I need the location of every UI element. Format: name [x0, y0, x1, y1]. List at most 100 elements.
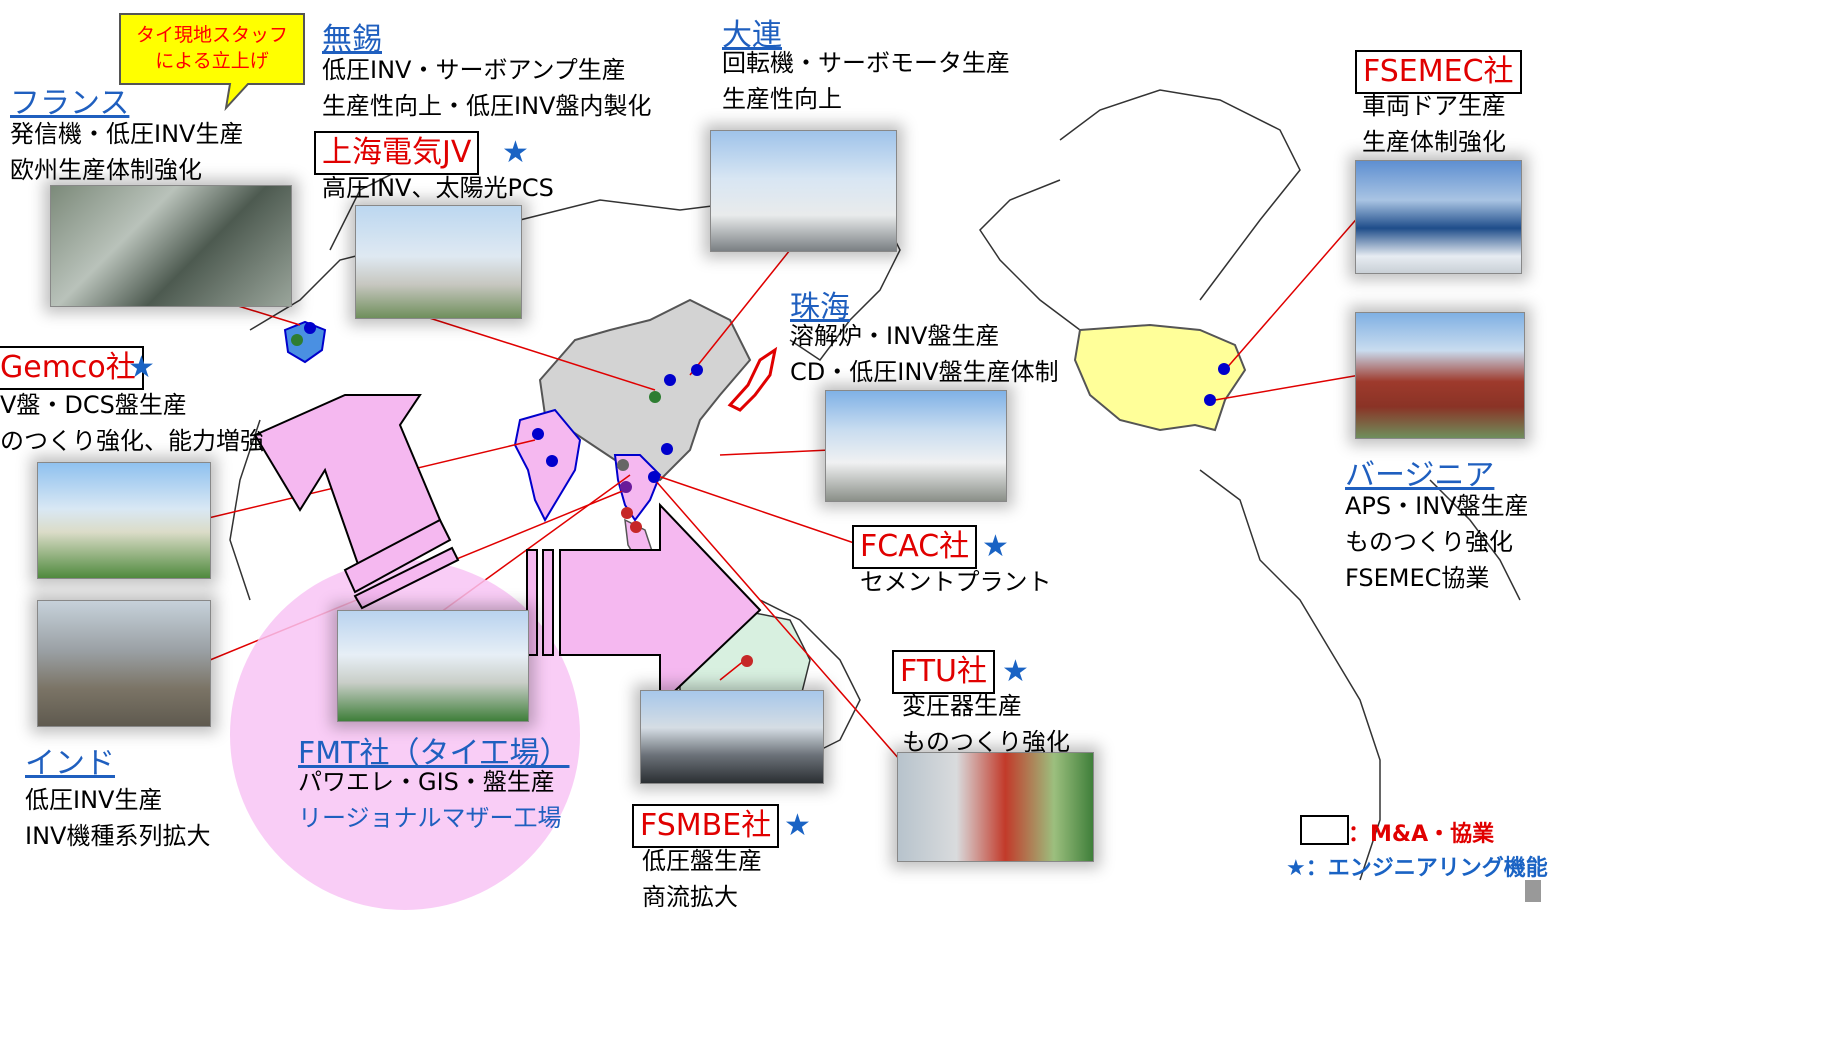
callout-bubble	[119, 13, 305, 112]
site-ftu-line: ものつくり強化	[902, 728, 1070, 756]
expansion-arrow-right	[526, 502, 762, 708]
dot-zhuhai	[661, 443, 673, 455]
photo-india	[37, 600, 211, 727]
site-india-line: INV機種系列拡大	[25, 822, 211, 850]
site-zhuhai-title[interactable]: 珠海	[790, 290, 850, 325]
photo-fsmbe	[640, 690, 824, 784]
expansion-arrow-left	[253, 394, 460, 610]
photo-virginia	[1355, 312, 1525, 439]
site-france-line: 欧州生産体制強化	[10, 156, 202, 184]
site-fsmbe-desc: 低圧盤生産 商流拡大	[642, 843, 762, 915]
callout-text: タイ現地スタッフ による立上げ	[120, 22, 304, 74]
photo-fmt	[337, 610, 529, 722]
site-dalian-line: 生産性向上	[722, 85, 842, 113]
dot-fmt	[620, 481, 632, 493]
location-dots	[291, 322, 1230, 667]
photo-zhuhai	[825, 390, 1007, 502]
site-gemco-title: Gemco社	[0, 346, 144, 390]
site-fcac-title: FCAC社	[852, 525, 978, 569]
callout-line2: による立上げ	[155, 50, 269, 72]
dot-usa-1	[1218, 363, 1230, 375]
dot-ftu-2	[630, 521, 642, 533]
site-shanghai-line: 高圧INV、太陽光PCS	[322, 174, 554, 202]
site-fsemec-line: 生産体制強化	[1362, 128, 1506, 156]
site-india-line: 低圧INV生産	[25, 786, 163, 814]
site-dalian-desc: 回転機・サーボモータ生産 生産性向上	[722, 45, 1010, 117]
site-virginia-title[interactable]: バージニア	[1345, 458, 1495, 493]
site-shanghai-title: 上海電気JV	[314, 131, 480, 175]
site-fcac-line: セメントプラント	[860, 568, 1052, 596]
legend-engineering-label: ★：エンジニアリング機能	[1286, 856, 1548, 881]
site-india-desc: 低圧INV生産 INV機種系列拡大	[25, 782, 210, 854]
dot-ftu-1	[621, 507, 633, 519]
dot-fcac	[648, 471, 660, 483]
site-fsemec-line: 車両ドア生産	[1362, 92, 1506, 120]
dot-dalian	[691, 364, 703, 376]
site-zhuhai-line: CD・低圧INV盤生産体制	[790, 358, 1059, 386]
site-gemco-line: V盤・DCS盤生産	[0, 391, 187, 419]
site-zhuhai-desc: 溶解炉・INV盤生産 CD・低圧INV盤生産体制	[790, 318, 1059, 390]
dot-india-1	[532, 428, 544, 440]
dot-india-2	[546, 455, 558, 467]
engineering-star-icon: ★	[784, 808, 811, 843]
india-region	[513, 408, 582, 523]
engineering-star-icon: ★	[502, 135, 529, 170]
site-wuxi-title[interactable]: 無錫	[322, 22, 382, 57]
photo-dalian	[710, 130, 897, 252]
photo-fsemec	[1355, 160, 1522, 274]
site-india-title[interactable]: インド	[25, 746, 115, 781]
site-ftu-title: FTU社	[892, 650, 996, 694]
site-virginia-line: ものつくり強化	[1345, 528, 1513, 556]
callout-line1: タイ現地スタッフ	[135, 24, 288, 46]
site-zhuhai-line: 溶解炉・INV盤生産	[790, 322, 1000, 350]
site-wuxi-desc: 低圧INV・サーボアンプ生産 生産性向上・低圧INV盤内製化	[322, 52, 651, 124]
site-fsmbe-title: FSMBE社	[632, 804, 780, 848]
thailand-region	[613, 454, 662, 522]
site-gemco-desc: V盤・DCS盤生産 のつくり強化、能力増強	[0, 387, 264, 459]
site-fmt-desc: パワエレ・GIS・盤生産 リージョナルマザー工場	[298, 764, 562, 836]
japan-region	[727, 346, 778, 412]
site-france-title[interactable]: フランス	[10, 86, 130, 121]
dot-shanghai	[649, 391, 661, 403]
site-fmt-line2: リージョナルマザー工場	[298, 804, 562, 832]
site-virginia-desc: APS・INV盤生産 ものつくり強化 FSEMEC協業	[1345, 488, 1529, 596]
site-virginia-line: FSEMEC協業	[1345, 564, 1490, 592]
dot-thai-1	[617, 459, 629, 471]
site-france-line: 発信機・低圧INV生産	[10, 120, 244, 148]
site-gemco-line: のつくり強化、能力増強	[0, 427, 264, 455]
site-shanghai-desc: 高圧INV、太陽光PCS	[322, 170, 554, 206]
dot-france-1	[304, 322, 316, 334]
dot-australia	[741, 655, 753, 667]
site-wuxi-line: 低圧INV・サーボアンプ生産	[322, 56, 626, 84]
site-dalian-line: 回転機・サーボモータ生産	[722, 49, 1010, 77]
site-fmt-title[interactable]: FMT社（タイ工場）	[298, 736, 570, 771]
engineering-star-icon: ★	[1002, 654, 1029, 689]
site-fsemec-desc: 車両ドア生産 生産体制強化	[1362, 88, 1506, 160]
china-region	[538, 298, 752, 482]
site-wuxi-line: 生産性向上・低圧INV盤内製化	[322, 92, 652, 120]
site-france-desc: 発信機・低圧INV生産 欧州生産体制強化	[10, 116, 243, 188]
site-fsmbe-line: 商流拡大	[642, 883, 738, 911]
france-region	[283, 320, 327, 364]
engineering-star-icon: ★	[982, 529, 1009, 564]
dot-usa-2	[1204, 394, 1216, 406]
site-fsemec-title: FSEMEC社	[1355, 50, 1522, 94]
legend-box-swatch	[1300, 815, 1349, 845]
site-fmt-line1: パワエレ・GIS・盤生産	[298, 768, 555, 796]
legend-ma-label: ：M&A・協業	[1348, 822, 1495, 847]
site-fcac-desc: セメントプラント	[860, 564, 1052, 600]
photo-gemco	[37, 462, 211, 579]
site-dalian-title[interactable]: 大連	[722, 18, 782, 53]
dot-france-2	[291, 334, 303, 346]
page-corner-marker	[1525, 880, 1541, 902]
photo-shanghai	[355, 205, 522, 319]
site-virginia-line: APS・INV盤生産	[1345, 492, 1529, 520]
dot-wuxi	[664, 374, 676, 386]
site-ftu-desc: 変圧器生産 ものつくり強化	[902, 688, 1070, 760]
usa-region	[1073, 323, 1247, 432]
map-outlines	[229, 89, 1521, 881]
leader-lines	[169, 214, 1361, 761]
photo-ftu	[897, 752, 1094, 862]
site-fsmbe-line: 低圧盤生産	[642, 847, 762, 875]
engineering-star-icon: ★	[128, 350, 155, 385]
